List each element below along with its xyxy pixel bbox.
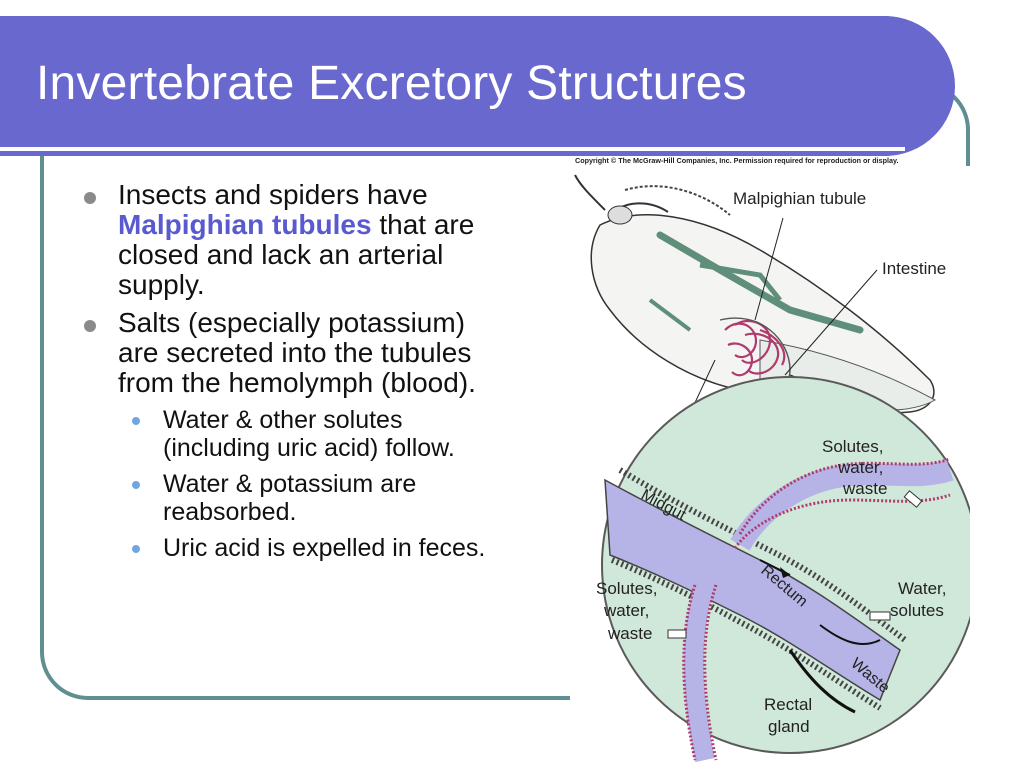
lower-tubule [683,581,715,763]
bullet-text-2: Salts (especially potassium) are secrete… [118,307,476,398]
label-solutes-left-1: Solutes, [596,579,657,598]
water-arrow-left [667,629,687,639]
antenna [574,174,606,211]
leg-3 [648,298,692,332]
label-water-right-2: solutes [890,601,944,620]
title-bar: Invertebrate Excretory Structures [0,16,955,156]
highlight-term: Malpighian tubules [118,209,372,240]
label-rectal-gland-2: gland [768,717,810,736]
sub-bullet-item: Water & potassium are reabsorbed. [78,470,508,526]
label-solutes-top-1: Solutes, [822,437,883,456]
sub-bullet-item: Uric acid is expelled in feces. [78,534,508,562]
lower-tubule-wall-2 [703,584,718,761]
hind-leg [656,231,864,334]
leader-malpighian [754,217,784,321]
lower-tubule-wall [682,584,697,761]
bullet-list: Insects and spiders have Malpighian tubu… [78,180,508,570]
label-malpighian-tubule: Malpighian tubule [733,189,866,208]
sub-bullet-dot [132,545,140,553]
upper-tubule-wall [738,457,951,535]
label-intestine: Intestine [882,259,946,278]
label-water-right-1: Water, [898,579,947,598]
leg-2 [699,262,782,302]
label-solutes-top-3: waste [842,479,887,498]
water-arrow-right [869,611,891,621]
sub-bullet-item: Water & other solutes (including uric ac… [78,406,508,462]
bullet-item: Insects and spiders have Malpighian tubu… [78,180,508,300]
sub-bullet-dot [132,417,140,425]
malpighian-tubules-coil [724,319,786,377]
bullet-text-1b: that are closed and lack an arterial sup… [118,209,475,300]
rectal-gland [788,649,856,714]
bullet-dot [84,320,96,332]
water-arrow-top [903,490,923,508]
antenna-2 [624,185,731,216]
bullet-dot [84,192,96,204]
bullet-item: Salts (especially potassium) are secrete… [78,308,508,398]
copyright-notice: Copyright © The McGraw-Hill Companies, I… [575,156,899,165]
bullet-text-1a: Insects and spiders have [118,179,428,210]
sub-bullet-dot [132,481,140,489]
grasshopper-excretion-diagram: Malpighian tubule Intestine Solutes, wat… [570,166,970,768]
label-solutes-left-3: waste [607,624,652,643]
flow-arrowhead-1 [780,567,790,578]
label-solutes-left-2: water, [603,601,649,620]
gut-section [604,457,954,763]
upper-tubule [730,459,954,551]
grasshopper-eye [607,205,633,225]
label-rectal-gland-1: Rectal [764,695,812,714]
upper-tubule-wall-2 [733,493,951,549]
sub-bullet-text-2: Water & potassium are reabsorbed. [163,470,417,526]
flow-arrow-2 [819,624,881,645]
sub-bullet-text-1: Water & other solutes (including uric ac… [163,406,455,462]
title-underline [0,147,905,151]
leader-intestine [784,269,878,376]
sub-bullet-text-3: Uric acid is expelled in feces. [163,534,486,562]
slide-title: Invertebrate Excretory Structures [36,57,747,110]
label-solutes-top-2: water, [837,458,883,477]
